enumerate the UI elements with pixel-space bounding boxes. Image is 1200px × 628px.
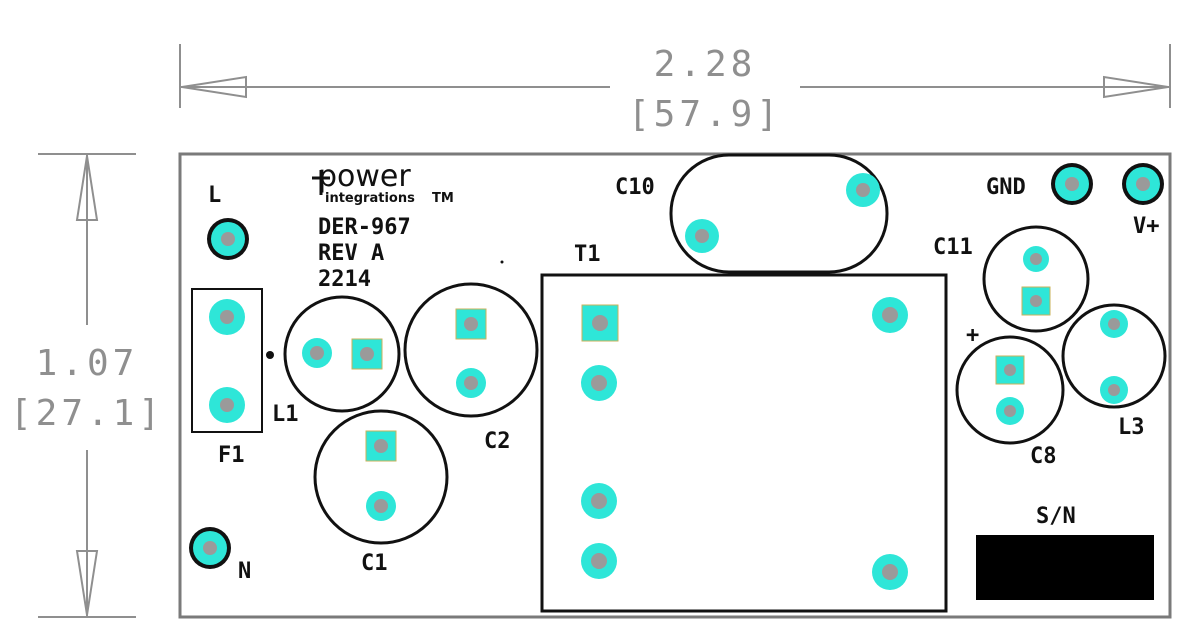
C8-polarity-mark: +: [966, 323, 979, 348]
height-mm-label: [27.1]: [10, 393, 164, 434]
label-F1: F1: [218, 443, 245, 468]
board-date-code: 2214: [318, 267, 371, 292]
C2-outline: [403, 282, 539, 418]
C8-drill-1: [1004, 364, 1016, 376]
board-outline: [178, 152, 1172, 619]
C11-outline: [982, 225, 1090, 333]
board-revision: REV A: [318, 241, 384, 266]
stray-dot: [500, 260, 504, 264]
terminal-N: [189, 527, 231, 569]
T1-outline: [540, 273, 948, 613]
label-L3: L3: [1118, 415, 1145, 440]
C11-drill-1: [1030, 253, 1042, 265]
label-L: L: [208, 183, 221, 208]
width-inches-label: 2.28: [654, 44, 757, 85]
L1-outline: [283, 295, 401, 413]
L1-pin1-marker: [266, 351, 274, 359]
L1-drill-1: [310, 346, 324, 360]
C11-drill-2: [1030, 295, 1042, 307]
fuse-F1-pads: [209, 299, 245, 423]
terminal-L-drill: [221, 232, 235, 246]
L3-outline: [1061, 303, 1167, 409]
width-dimension: [179, 44, 1171, 108]
C10-outline: [669, 153, 889, 274]
label-C10: C10: [615, 175, 655, 200]
terminal-L: [207, 218, 249, 260]
width-mm-label: [57.9]: [628, 94, 782, 135]
T1-drill-5: [882, 307, 898, 323]
C2-drill-1: [464, 317, 478, 331]
serial-number-block: [976, 535, 1154, 600]
C1-drill-1: [374, 439, 388, 453]
label-C11: C11: [933, 235, 973, 260]
label-C1: C1: [361, 551, 388, 576]
L3-drill-1: [1108, 318, 1120, 330]
width-arrow-left: [181, 75, 247, 99]
C2-pad-1-square: [455, 308, 487, 340]
T1-drill-3: [591, 493, 607, 509]
label-L1: L1: [272, 402, 299, 427]
terminal-GND: [1051, 163, 1093, 205]
height-arrow-bottom: [75, 550, 99, 616]
C10-drill-2: [856, 183, 870, 197]
label-N: N: [238, 559, 251, 584]
logo-power: power: [318, 159, 411, 194]
power-integrations-logo: power integrations TM: [312, 159, 454, 206]
fuse-F1-drill-2: [220, 398, 234, 412]
C10-drill-1: [695, 229, 709, 243]
label-C8: C8: [1030, 444, 1057, 469]
label-C2: C2: [484, 429, 511, 454]
T1-drill-2: [591, 375, 607, 391]
height-arrow-top: [75, 155, 99, 221]
C8-outline: [955, 335, 1065, 445]
L3-drill-2: [1108, 384, 1120, 396]
C2-drill-2: [464, 376, 478, 390]
T1-drill-6: [882, 564, 898, 580]
fuse-F1-drill-1: [220, 310, 234, 324]
T1-drill-1: [592, 315, 608, 331]
terminal-Vplus: [1122, 163, 1164, 205]
terminal-GND-drill: [1065, 177, 1079, 191]
serial-number-label: S/N: [1036, 504, 1076, 529]
logo-trademark: TM: [432, 191, 454, 206]
C1-outline: [313, 409, 449, 545]
logo-integrations: integrations: [325, 191, 415, 206]
L1-drill-2: [360, 347, 374, 361]
height-inches-label: 1.07: [36, 343, 139, 384]
terminal-N-drill: [203, 541, 217, 555]
height-dimension: [38, 153, 136, 618]
label-GND: GND: [986, 175, 1026, 200]
label-Vplus: V+: [1133, 214, 1160, 239]
T1-drill-4: [591, 553, 607, 569]
C8-drill-2: [1004, 405, 1016, 417]
label-T1: T1: [574, 242, 601, 267]
board-part-number: DER-967: [318, 215, 411, 240]
terminal-Vplus-drill: [1136, 177, 1150, 191]
C1-drill-2: [374, 499, 388, 513]
fuse-F1-outline: [191, 288, 263, 433]
width-arrow-right: [1103, 75, 1169, 99]
